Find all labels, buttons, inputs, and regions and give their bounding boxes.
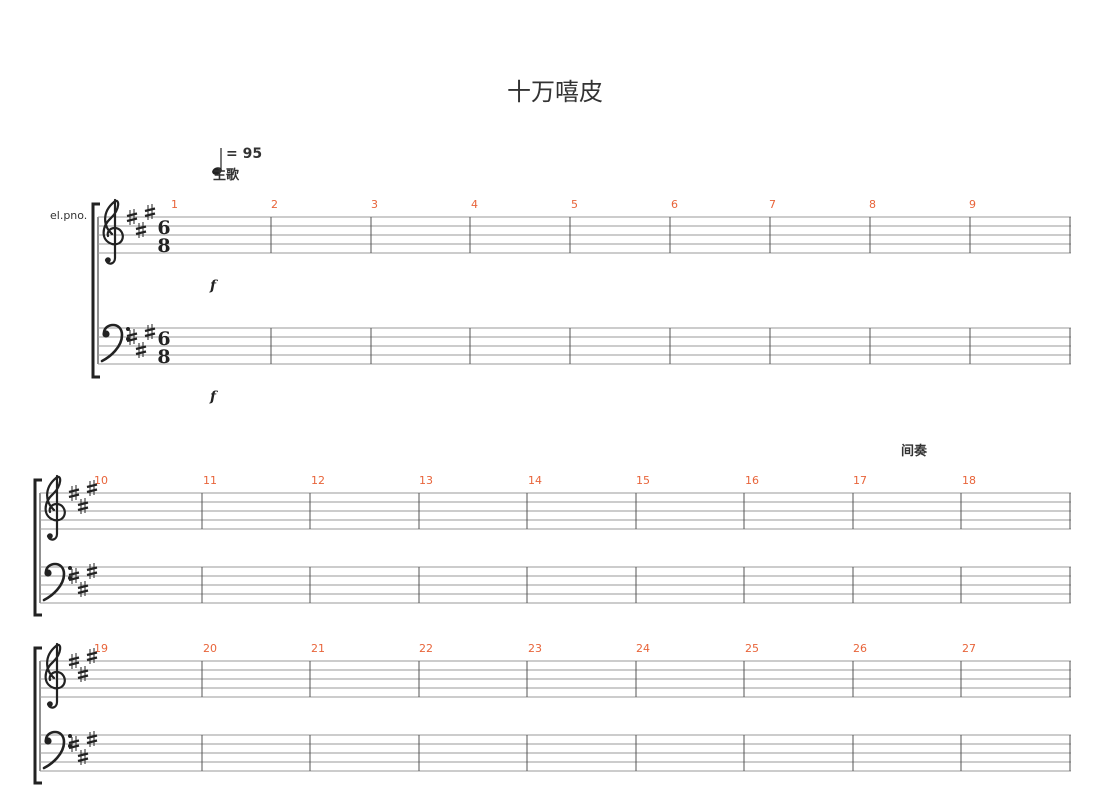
bass-clef-icon [42,730,74,770]
treble-clef-icon [44,642,66,709]
treble-clef-icon [44,474,66,541]
time-sig-denominator: 8 [157,235,170,257]
bass-clef-icon [42,562,74,602]
measure-number: 2 [271,198,278,211]
measure-number: 6 [671,198,678,211]
score-title: 十万嘻皮 [507,78,603,106]
measure-number: 19 [94,642,108,655]
measure-number: 21 [311,642,325,655]
measure-number: 23 [528,642,542,655]
measure-number: 7 [769,198,776,211]
measure-number: 4 [471,198,478,211]
measure-number: 8 [869,198,876,211]
measure-number: 5 [571,198,578,211]
instrument-label: el.pno. [50,209,88,222]
bass-clef-icon [100,323,132,363]
measure-number: 27 [962,642,976,655]
time-sig-numerator: 6 [157,217,170,239]
time-sig-denominator: 8 [157,346,170,368]
system-2 [33,474,1071,617]
measure-number: 3 [371,198,378,211]
measure-number: 12 [311,474,325,487]
quarter-note-icon [212,148,222,175]
tempo-marking: = 95 [226,146,263,162]
dynamic-marking: f [210,389,217,405]
measure-number: 11 [203,474,217,487]
measure-number: 16 [745,474,759,487]
treble-clef-icon [102,198,124,265]
measure-number: 9 [969,198,976,211]
measure-number: 1 [171,198,178,211]
measure-number: 22 [419,642,433,655]
rehearsal-mark-interlude: 间奏 [901,444,928,459]
system-3 [33,642,1071,785]
measure-number: 10 [94,474,108,487]
measure-number: 18 [962,474,976,487]
measure-number: 17 [853,474,867,487]
measure-number: 14 [528,474,542,487]
system-1: 6 8 6 8 [91,198,1071,379]
measure-number: 26 [853,642,867,655]
time-sig-numerator: 6 [157,328,170,350]
measure-number: 15 [636,474,650,487]
dynamic-marking: f [210,278,217,294]
rehearsal-mark-verse: 主歌 [213,168,240,183]
measure-number: 24 [636,642,650,655]
measure-number: 20 [203,642,217,655]
measure-number: 13 [419,474,433,487]
measure-number: 25 [745,642,759,655]
